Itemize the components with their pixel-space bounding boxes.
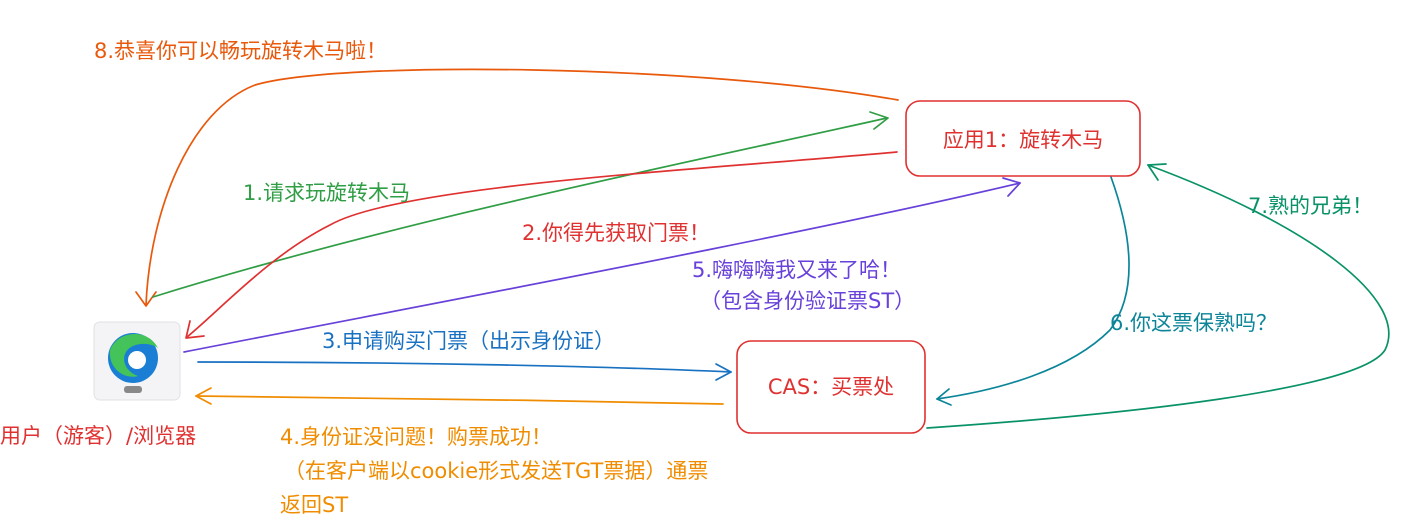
edge-5-label-line-2: （包含身份验证票ST）: [700, 289, 915, 313]
edge-7-arrow: [926, 163, 1390, 429]
edge-6-arrow: [936, 176, 1130, 406]
node-browser-label: 用户（游客）/浏览器: [0, 424, 196, 448]
node-browser: 用户（游客）/浏览器: [0, 321, 196, 448]
edge-2-arrow: [185, 151, 898, 339]
edge-7-label: 7.熟的兄弟！: [1248, 194, 1373, 218]
edge-5-arrow: [183, 177, 1021, 353]
node-cas-label: CAS：买票处: [768, 375, 894, 399]
edge-2-label: 2.你得先获取门票！: [522, 221, 710, 245]
edge-4-label-line-2: （在客户端以cookie形式发送TGT票据）通票: [284, 459, 708, 483]
edge-1-arrow: [152, 111, 889, 298]
edge-5-label-line-1: 5.嗨嗨嗨我又来了哈！: [692, 258, 901, 282]
edge-6-label: 6.你这票保熟吗？: [1110, 311, 1277, 335]
edge-4-arrow: [195, 387, 724, 405]
edge-browser-icon: [93, 321, 181, 401]
node-cas: CAS：买票处: [736, 340, 926, 434]
edge-4-label: 4.身份证没问题！购票成功！ （在客户端以cookie形式发送TGT票据）通票 …: [280, 425, 715, 517]
edge-5-label: 5.嗨嗨嗨我又来了哈！ （包含身份验证票ST）: [692, 258, 915, 313]
edge-4-label-line-3: 返回ST: [280, 493, 348, 517]
edge-3-label: 3.申请购买门票（出示身份证）: [322, 329, 615, 353]
edge-3-arrow: [197, 361, 732, 381]
node-app: 应用1：旋转木马: [905, 100, 1141, 177]
edge-1-label: 1.请求玩旋转木马: [243, 181, 410, 205]
node-app-label: 应用1：旋转木马: [943, 128, 1103, 152]
edge-8-label: 8.恭喜你可以畅玩旋转木马啦！: [94, 39, 387, 63]
edge-4-label-line-1: 4.身份证没问题！购票成功！: [280, 425, 552, 449]
